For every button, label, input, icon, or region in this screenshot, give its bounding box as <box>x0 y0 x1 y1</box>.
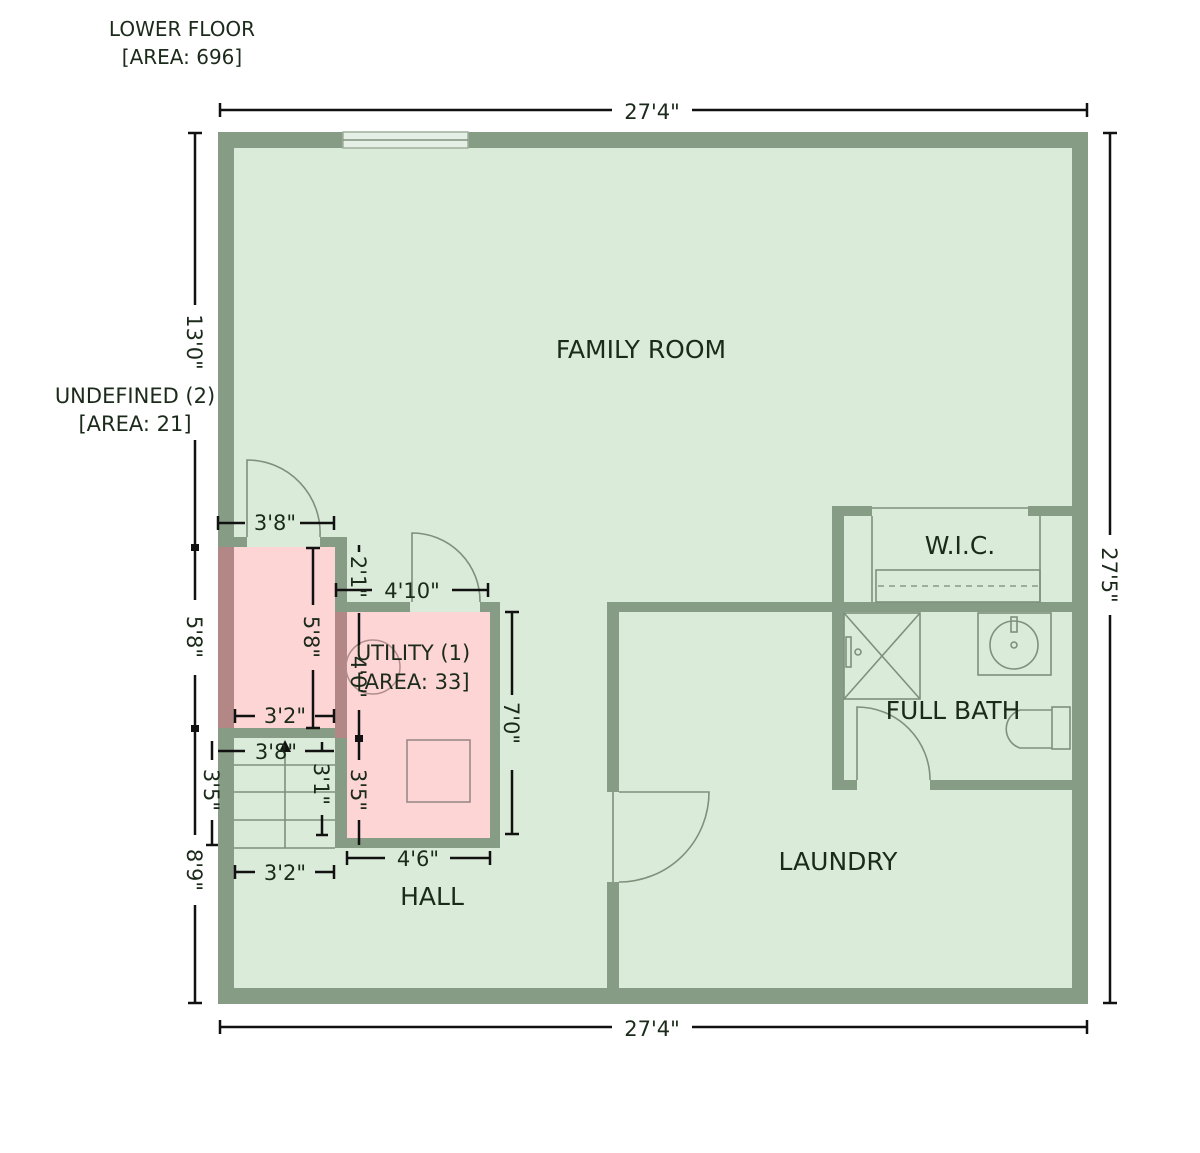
dim-utility-height: 7'0" <box>499 702 523 744</box>
dim-stair-top: 3'8" <box>255 740 297 764</box>
hall-label: HALL <box>400 882 464 911</box>
dim-left-middle: 5'8" <box>182 616 206 658</box>
closet-door[interactable] <box>246 459 321 538</box>
dim-stair-bottom: 3'2" <box>264 861 306 885</box>
sink <box>977 612 1052 676</box>
dim-undefined-inner: 3'2" <box>264 704 306 728</box>
undefined-area: [AREA: 21] <box>78 412 191 436</box>
floor-area: [AREA: 696] <box>122 45 242 69</box>
dim-utility-lower-left: 3'5" <box>346 769 370 811</box>
dim-utility-bottom: 4'6" <box>397 847 439 871</box>
dim-bottom-width: 27'4" <box>624 1017 680 1041</box>
dim-left-lower: 8'9" <box>182 849 206 891</box>
utility-area: [AREA: 33] <box>356 670 469 694</box>
closet-stair-wall <box>234 728 347 738</box>
undefined-wall-highlight <box>218 547 234 728</box>
dim-utility-offset: 2'1" <box>346 556 370 598</box>
full-bath-label: FULL BATH <box>886 696 1021 725</box>
toilet <box>1005 706 1071 750</box>
dim-undefined-height: 5'8" <box>299 616 323 658</box>
dim-stair-left: 3'5" <box>199 769 223 811</box>
dim-top-width: 27'4" <box>624 100 680 124</box>
utility-symbol-icon <box>345 639 401 695</box>
bath-door[interactable] <box>856 706 931 781</box>
family-room-label: FAMILY ROOM <box>556 335 726 364</box>
wic-shelf <box>871 516 1041 603</box>
dim-right-height: 27'5" <box>1097 547 1121 603</box>
undefined-label: UNDEFINED (2) <box>55 384 215 408</box>
utility-room-highlight <box>347 612 490 838</box>
dim-left-upper: 13'0" <box>182 314 206 370</box>
floor-name: LOWER FLOOR <box>109 17 255 41</box>
shower <box>843 612 921 700</box>
dim-undefined-top: 3'8" <box>254 511 296 535</box>
dim-stair-right: 3'1" <box>309 763 333 805</box>
water-heater <box>406 739 471 803</box>
dimension-lines <box>188 103 1117 1034</box>
utility-door[interactable] <box>411 532 481 603</box>
wic-label: W.I.C. <box>925 531 996 560</box>
stair-arrow-icon <box>279 740 291 752</box>
dim-utility-inner-left: 4'0" <box>346 656 370 698</box>
stairs <box>234 740 335 849</box>
laundry-door[interactable] <box>618 791 710 883</box>
dim-utility-top: 4'10" <box>384 579 440 603</box>
undefined-room-highlight <box>218 547 335 728</box>
laundry-label: LAUNDRY <box>779 847 899 876</box>
utility-label: UTILITY (1) <box>356 641 470 665</box>
